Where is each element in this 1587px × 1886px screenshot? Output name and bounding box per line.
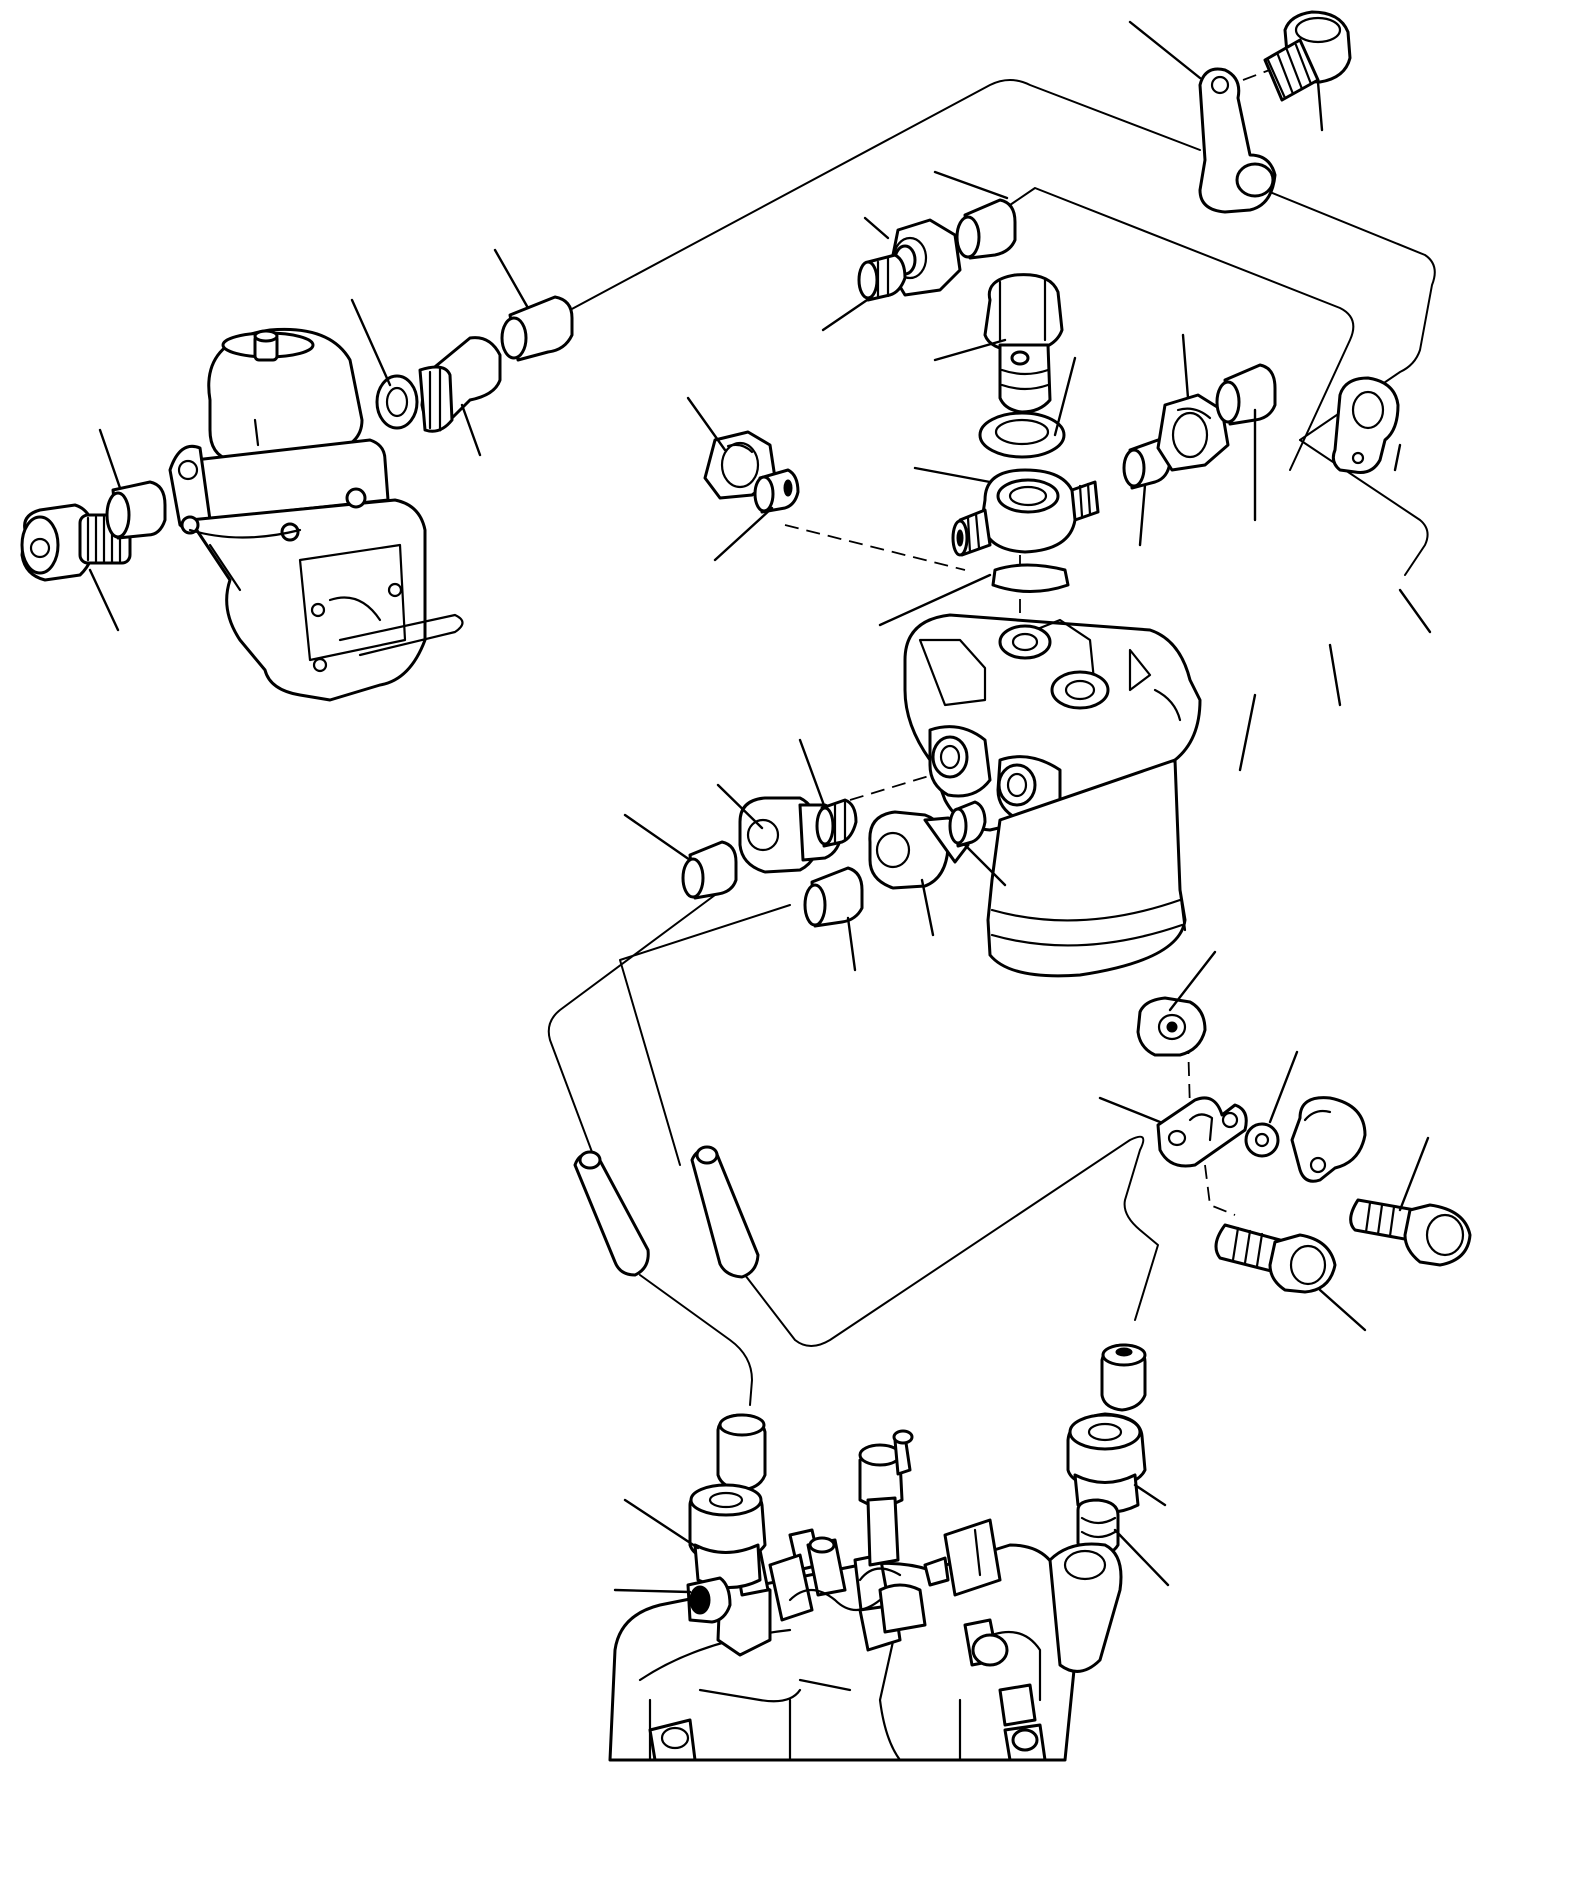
lower-p-clamp [1290,1096,1367,1183]
pump-right-housing [1048,1542,1123,1673]
pump-right-nut [1066,1412,1147,1514]
centerline-pump-fitting [784,524,966,571]
upper-sleeve [955,198,1017,260]
feed-pump-sleeve [500,295,574,362]
filter-right-sleeve [1215,363,1277,426]
banjo-washer-bottom [991,563,1070,593]
fuel-line-right-return [1299,439,1429,576]
banjo-hollow-bolt [983,273,1064,414]
pump-riser [858,1429,914,1567]
injection-pump [608,1528,1077,1762]
feed-pump-washer [105,480,167,540]
pump-delivery-cluster [768,1536,902,1622]
filter-inlet-olive-2 [948,800,987,848]
lower-bolt-left [1214,1223,1337,1294]
banjo-fitting [951,468,1100,557]
lower-nut [1136,996,1207,1057]
filter-left-olive [753,468,800,514]
upper-nut [888,218,962,297]
fuel-filter [903,613,1202,978]
top-bolt [1263,10,1352,102]
leader-lines [88,20,1432,1594]
pump-left-nut [688,1483,767,1589]
filter-right-nut [1156,393,1230,472]
filter-inlet-nut-2 [868,810,970,890]
top-bracket [1198,67,1277,214]
feed-pump [168,327,464,702]
upper-olive [857,253,907,302]
filter-inlet-nut-1 [738,796,844,874]
pump-solenoid [923,1518,1002,1597]
hose-sleeve-2 [803,866,864,928]
hose-mid [690,1145,760,1279]
fuel-line-mid-down [619,904,1159,1347]
fuel-line-filter-top [1009,187,1355,471]
banjo-washer-top [978,411,1066,459]
pump-right-olive [1076,1498,1120,1557]
feed-pump-outlet-nut [375,336,502,433]
lower-bolt-right [1349,1198,1472,1267]
hose-sleeve-1 [681,840,738,900]
lower-clamp-bracket [1156,1096,1248,1168]
lower-washer [1244,1122,1280,1158]
hose-left [573,1150,650,1277]
fuel-line-right-loop [1264,189,1436,441]
pipe-clamp-right [1331,376,1400,474]
pump-right-sleeve [1100,1343,1147,1412]
filter-inlet-olive-1 [815,798,858,848]
fuel-line-upper [569,79,1201,311]
pump-left-sleeve [716,1413,767,1492]
pump-left-olive [686,1576,732,1624]
fuel-line-left-down [547,894,753,1406]
